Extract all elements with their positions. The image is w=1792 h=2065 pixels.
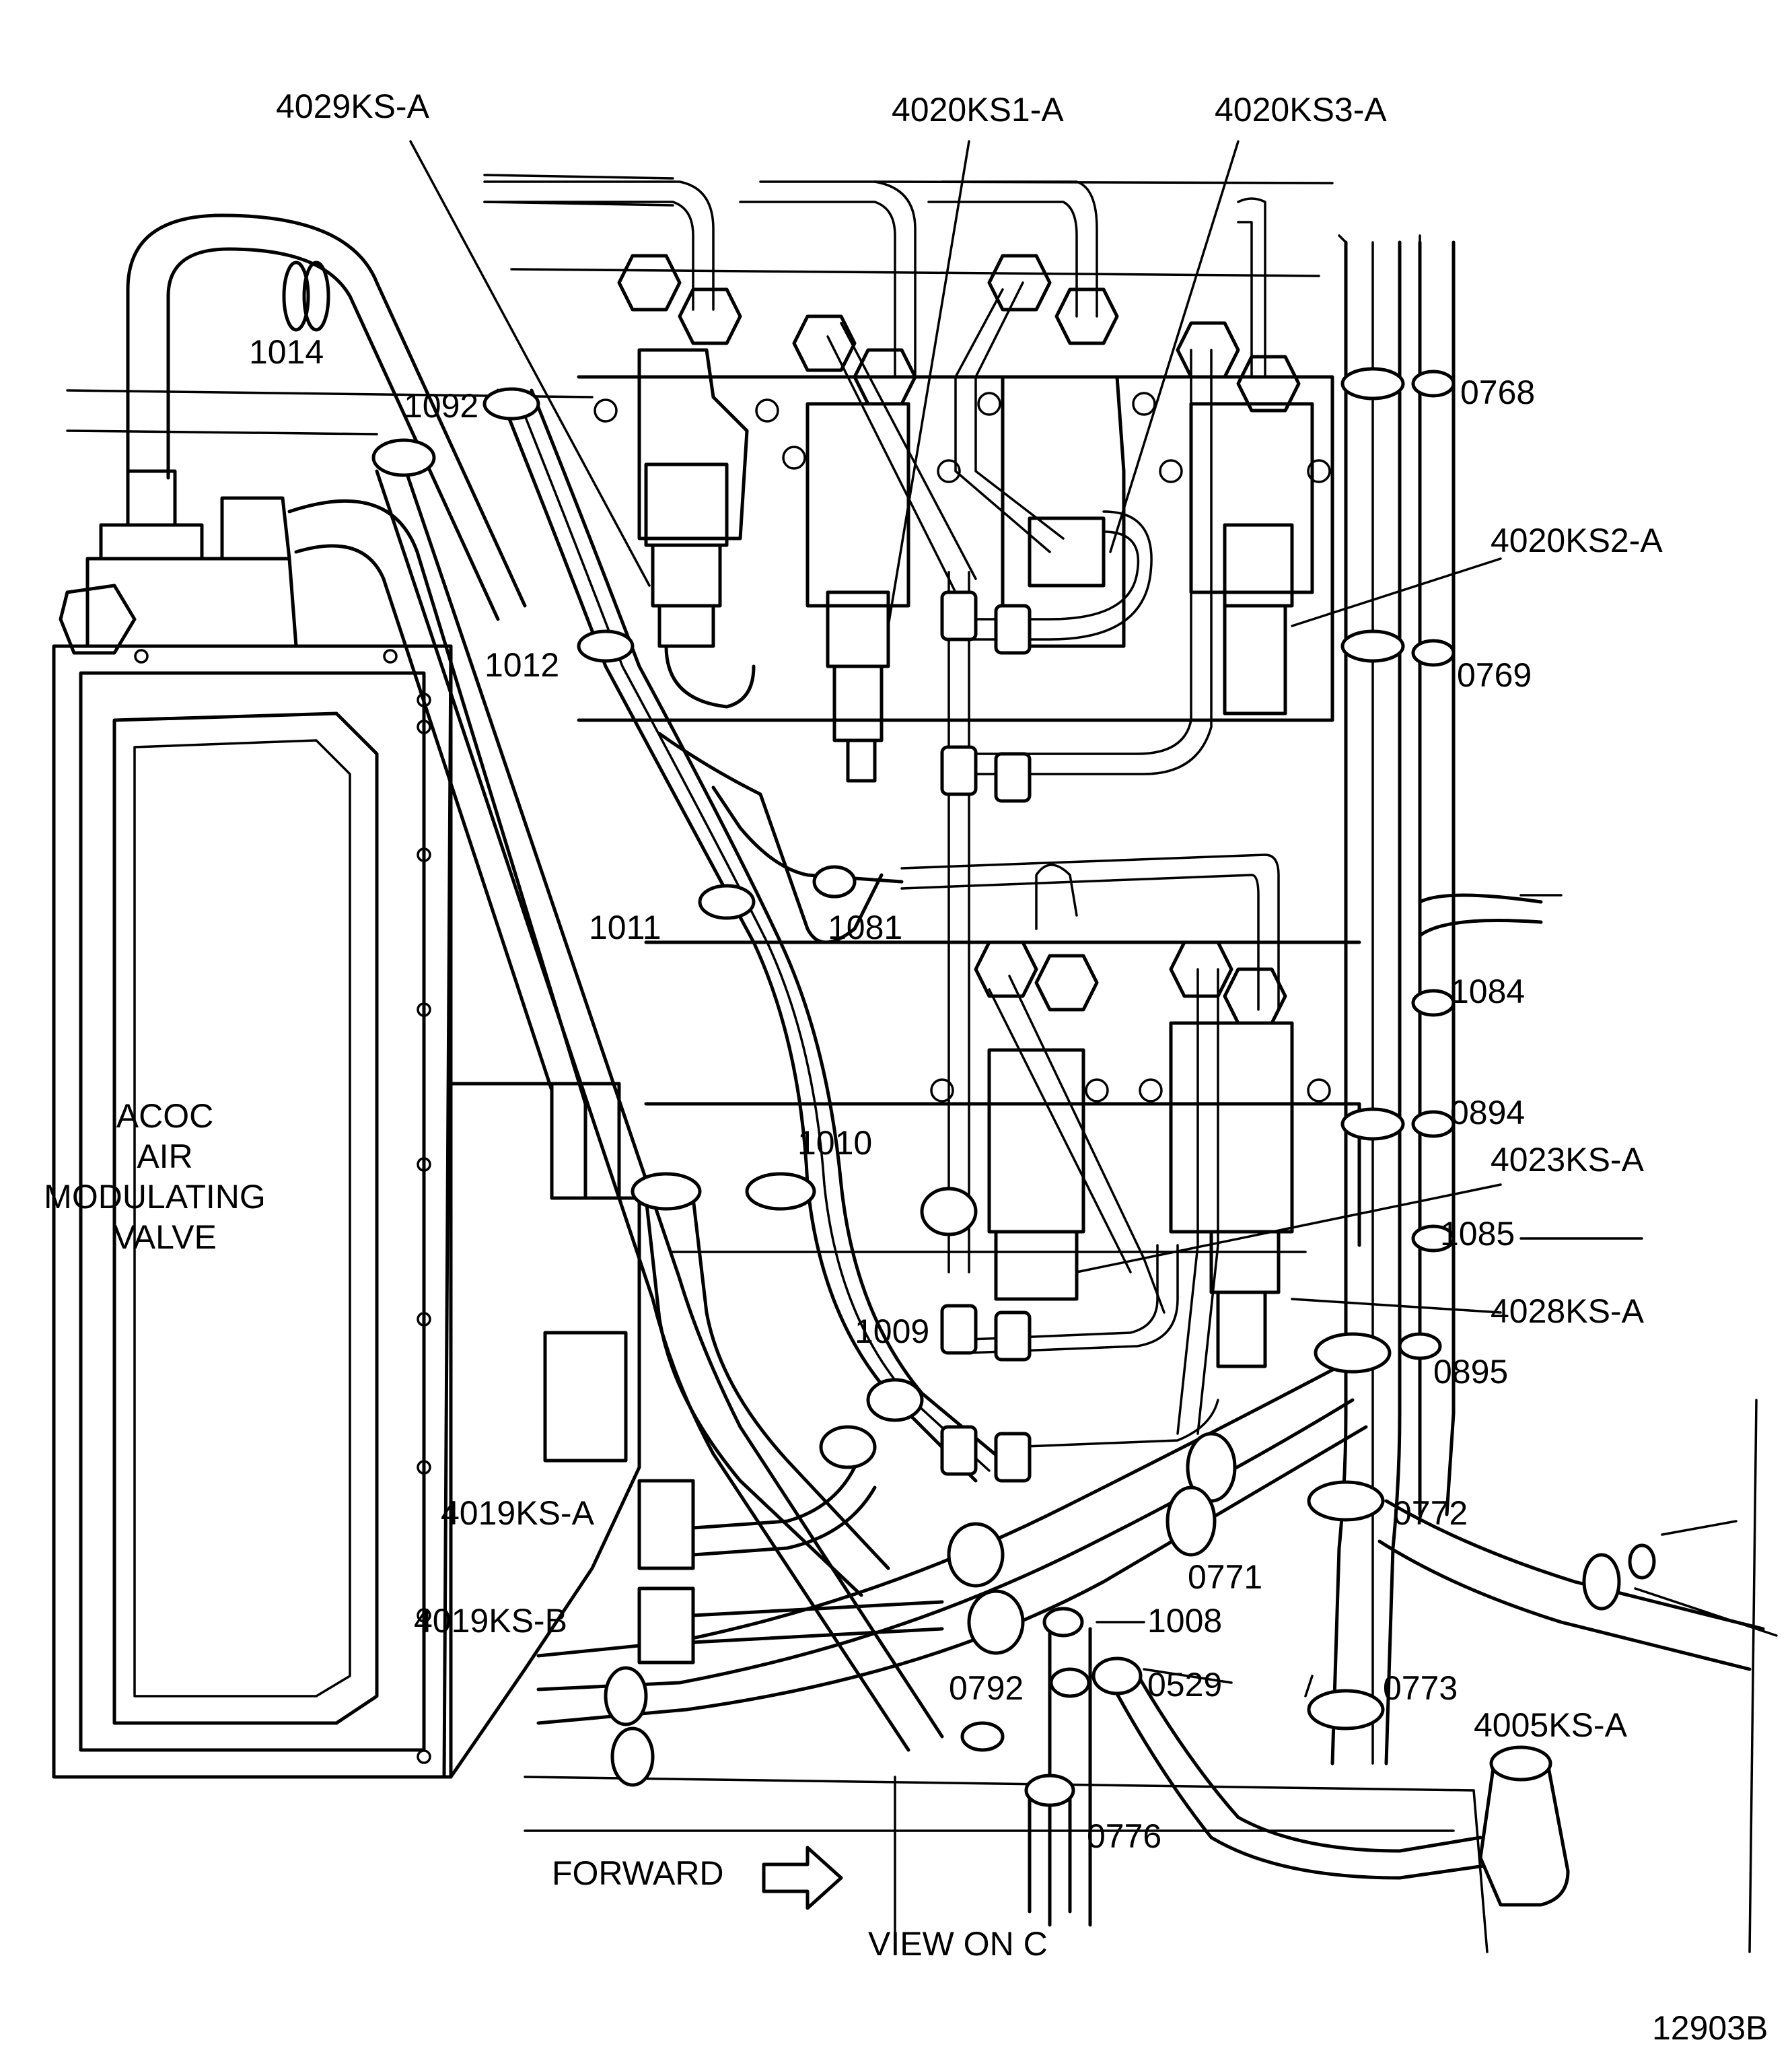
valve-caption-line-2: AIR	[137, 1138, 192, 1175]
label-0894: 0894	[1450, 1094, 1525, 1131]
label-0529: 0529	[1147, 1666, 1222, 1704]
connector-4019ks-b	[637, 1586, 695, 1665]
clamp-0529	[1091, 1656, 1143, 1695]
clamp-0769	[1340, 629, 1405, 663]
label-4023ks-a: 4023KS-A	[1491, 1141, 1645, 1179]
clamp-1092	[482, 387, 540, 421]
valve-flange-holes	[134, 649, 431, 1764]
clamp-1011	[698, 884, 756, 920]
label-1009: 1009	[855, 1312, 929, 1350]
forward-arrow-icon	[762, 1846, 843, 1910]
label-1014: 1014	[249, 333, 324, 371]
valve-caption-line-3: MODULATING	[44, 1178, 266, 1216]
label-4028ks-a: 4028KS-A	[1491, 1292, 1645, 1330]
label-1012: 1012	[485, 646, 559, 684]
clamp-1008	[1042, 1607, 1084, 1638]
clamp-1010	[745, 1172, 816, 1211]
label-1081: 1081	[828, 909, 902, 946]
valve-caption-line-4: VALVE	[113, 1218, 217, 1256]
label-4019ks-a: 4019KS-A	[441, 1494, 595, 1532]
clamp-0768	[1340, 367, 1405, 400]
label-0769: 0769	[1457, 656, 1532, 694]
valve-caption: ACOC AIR MODULATING VALVE	[44, 1097, 266, 1256]
label-0771: 0771	[1188, 1558, 1262, 1596]
label-1084: 1084	[1450, 973, 1525, 1010]
clamp-0895	[1314, 1332, 1392, 1374]
harness-bundles	[496, 234, 1765, 1927]
clamp-0773	[1307, 1689, 1385, 1730]
clamp-1014	[282, 260, 310, 332]
label-0773: 0773	[1383, 1669, 1458, 1707]
label-1008: 1008	[1147, 1602, 1222, 1640]
label-0768: 0768	[1460, 374, 1535, 411]
pipe-unions	[920, 590, 1032, 1483]
clamps	[282, 260, 1656, 1807]
label-0772: 0772	[1393, 1494, 1468, 1532]
clamp-1084	[1411, 989, 1456, 1017]
clamp-1081	[812, 865, 857, 899]
label-4020ks3-a: 4020KS3-A	[1215, 91, 1387, 129]
view-caption: VIEW ON C	[868, 1925, 1048, 1963]
label-1011: 1011	[589, 909, 661, 946]
clamp-1012	[577, 629, 635, 663]
label-0895: 0895	[1433, 1353, 1508, 1391]
connector-4019ks-a	[637, 1479, 695, 1570]
leader-lines	[409, 140, 1643, 1698]
label-4019ks-b: 4019KS-B	[414, 1602, 567, 1640]
label-4020ks2-a: 4020KS2-A	[1491, 522, 1663, 559]
clamp-0776	[1024, 1774, 1075, 1807]
forward-indicator: FORWARD	[552, 1846, 843, 1910]
connectors	[637, 1479, 1570, 1907]
label-1085: 1085	[1440, 1215, 1515, 1253]
label-4005ks-a: 4005KS-A	[1474, 1706, 1628, 1744]
label-1010: 1010	[797, 1124, 872, 1162]
label-1092: 1092	[404, 387, 478, 425]
label-0776: 0776	[1087, 1817, 1161, 1855]
figure-id: 12903B	[1652, 2009, 1768, 2047]
pipes	[483, 180, 1280, 1448]
clamp-0894	[1340, 1107, 1405, 1141]
clamp-0792	[1049, 1667, 1091, 1698]
label-4020ks1-a: 4020KS1-A	[892, 91, 1064, 129]
clamp-1085	[1411, 1224, 1456, 1253]
part-labels: 4029KS-A 4020KS1-A 4020KS3-A 1014 1092 0…	[249, 88, 1663, 1855]
label-4029ks-a: 4029KS-A	[276, 88, 430, 125]
valve-caption-line-1: ACOC	[116, 1097, 213, 1135]
forward-label: FORWARD	[552, 1854, 724, 1892]
background-structure	[66, 174, 1778, 1953]
clamp-1009	[866, 1378, 924, 1422]
label-0792: 0792	[949, 1669, 1024, 1707]
clamp-0772	[1307, 1480, 1385, 1522]
